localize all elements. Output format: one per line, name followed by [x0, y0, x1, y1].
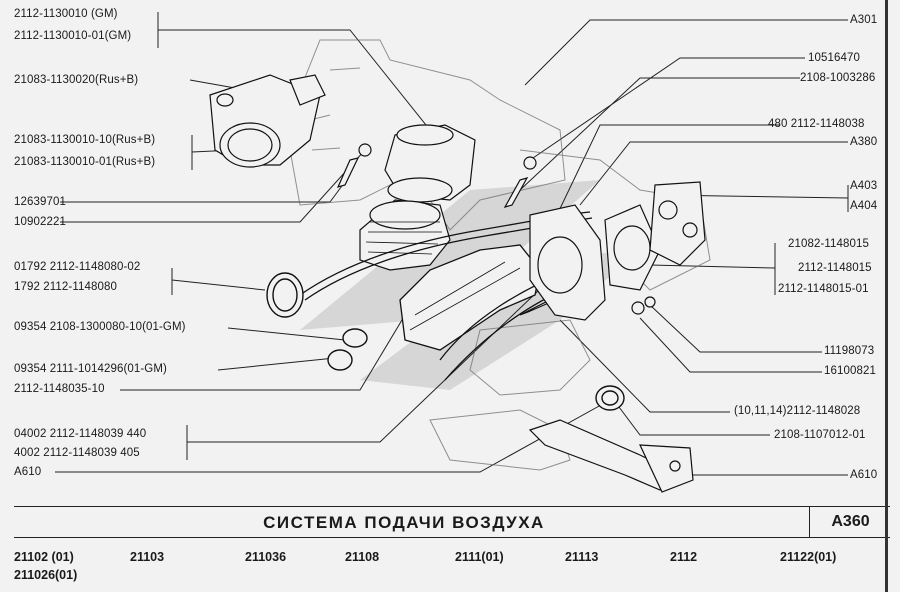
right-border — [885, 0, 888, 592]
right-label: (10,11,14)2112-1148028 — [734, 405, 861, 417]
model-number: 2111(01) — [455, 550, 504, 564]
right-label: 2108-1003286 — [800, 72, 876, 84]
right-label: 2112-1148015-01 — [778, 283, 869, 295]
leader-lines-left — [55, 12, 611, 473]
left-label: 2112-1130010 (GM) — [14, 8, 118, 20]
right-label: A301 — [850, 14, 878, 26]
right-label: 2108-1107012-01 — [774, 429, 866, 441]
left-label: 01792 2112-1148080-02 — [14, 261, 141, 273]
throttle-assembly-right — [529, 181, 706, 321]
model-number: 21122(01) — [780, 550, 837, 564]
diagram-code: A360 — [809, 507, 891, 537]
model-number: 21113 — [565, 550, 599, 564]
left-label: 09354 2111-1014296(01-GM) — [14, 363, 167, 375]
left-label: 10902221 — [14, 216, 66, 228]
bottom-pipe — [528, 419, 694, 493]
left-label: 4002 2112-1148039 405 — [14, 447, 140, 459]
air-flow-sensor — [384, 124, 476, 203]
throttle-body-left — [209, 74, 326, 168]
intake-hose — [359, 199, 451, 271]
left-label: 09354 2108-1300080-10(01-GM) — [14, 321, 186, 333]
left-label: 21083-1130010-10(Rus+B) — [14, 134, 156, 146]
model-number: 211036 — [245, 550, 287, 564]
right-label: 11198073 — [824, 345, 875, 357]
left-label: 21083-1130020(Rus+B) — [14, 74, 139, 86]
diagram-title: СИСТЕМА ПОДАЧИ ВОЗДУХА — [263, 513, 545, 532]
left-label: 04002 2112-1148039 440 — [14, 428, 147, 440]
right-label: 480 2112-1148038 — [768, 118, 865, 130]
right-label: A404 — [850, 200, 878, 212]
left-label: A610 — [14, 466, 42, 478]
left-label: 12639701 — [14, 196, 66, 208]
left-label: 2112-1130010-01(GM) — [14, 30, 132, 42]
hose-clamps — [266, 272, 625, 411]
air-pipe — [399, 244, 541, 351]
model-number: 21108 — [345, 550, 380, 564]
right-label: A610 — [850, 469, 878, 481]
left-label: 21083-1130010-01(Rus+B) — [14, 156, 156, 168]
left-label: 1792 2112-1148080 — [14, 281, 117, 293]
right-label: A380 — [850, 136, 878, 148]
model-number: 211026(01) — [14, 568, 78, 582]
left-label: 2112-1148035-10 — [14, 383, 105, 395]
right-label: A403 — [850, 180, 878, 192]
right-label: 2112-1148015 — [798, 262, 872, 274]
right-label: 10516470 — [808, 52, 860, 64]
model-number: 21102 (01) — [14, 550, 74, 564]
right-label: 21082-1148015 — [788, 238, 870, 250]
right-label: 16100821 — [824, 365, 876, 377]
title-bar: СИСТЕМА ПОДАЧИ ВОЗДУХА A360 — [14, 506, 890, 538]
model-number: 2112 — [670, 550, 698, 564]
model-number: 21103 — [130, 550, 165, 564]
